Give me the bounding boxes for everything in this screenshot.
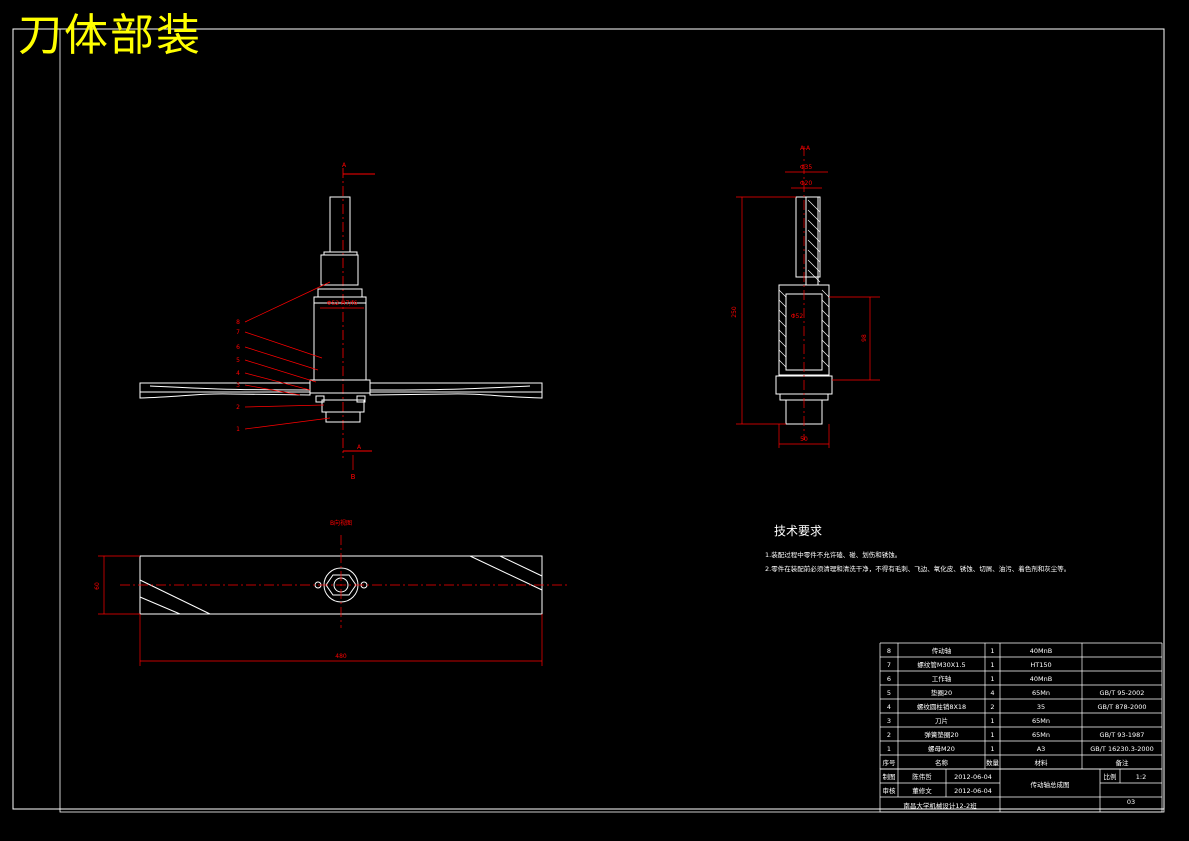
scale-value: 1:2 <box>1136 773 1146 781</box>
leader-line <box>244 372 311 391</box>
section-marker-top: A <box>342 162 347 169</box>
bom-cell-std: GB/T 878-2000 <box>1097 703 1146 711</box>
drawing-name: 传动轴总成图 <box>1031 780 1070 789</box>
bom-cell-name: 螺母M20 <box>928 744 955 753</box>
bom-cell-mat: A3 <box>1037 745 1046 753</box>
leader-line <box>244 384 301 396</box>
balloon-label: 1 <box>236 426 240 433</box>
bom-cell-mat: 35 <box>1037 703 1045 711</box>
bom-cell-no: 3 <box>887 717 891 725</box>
dim-bottom: 50 <box>800 436 808 443</box>
scale-label: 比例 <box>1104 772 1117 781</box>
dim-top-inner: Φ20 <box>800 180 813 187</box>
fit-label: Φ52 H7/f6 <box>327 300 358 307</box>
view-b-marker: B <box>351 473 356 481</box>
bom-cell-mat: 40MnB <box>1030 647 1052 655</box>
bom-header-qty: 数量 <box>986 758 1000 767</box>
checked-label: 审核 <box>883 786 897 795</box>
balloon-label: 6 <box>236 344 240 351</box>
checked-name: 董修文 <box>912 786 932 795</box>
blade-dims <box>98 535 570 666</box>
bom-cell-mat: HT150 <box>1030 661 1051 669</box>
tech-line-2: 2.零件在装配前必须清理和清洗干净，不得有毛刺、飞边、氧化皮、锈蚀、切屑、油污、… <box>765 565 1071 573</box>
dim-height: 250 <box>731 306 738 318</box>
bom-cell-name: 垫圈20 <box>931 688 952 697</box>
bom-cell-no: 2 <box>887 731 891 739</box>
drawn-name: 陈伟哲 <box>912 772 932 781</box>
bom-cell-name: 刀片 <box>935 716 948 725</box>
bom-cell-name: 工作轴 <box>932 674 952 683</box>
bom-cell-no: 8 <box>887 647 891 655</box>
bom-cell-name: 螺纹圆柱销8X18 <box>917 702 966 711</box>
section-marker-bottom: A <box>357 444 362 451</box>
bom-cell-mat: 65Mn <box>1032 731 1050 739</box>
bom-cell-no: 5 <box>887 689 891 697</box>
bom-cell-mat: 65Mn <box>1032 717 1050 725</box>
bom-header-name: 名称 <box>935 758 949 767</box>
bom-cell-std: GB/T 95-2002 <box>1100 689 1145 697</box>
balloon-label: 4 <box>236 370 240 377</box>
blade-dim-width: 480 <box>335 653 347 660</box>
tech-line-1: 1.装配过程中零件不允许磕、碰、划伤和锈蚀。 <box>765 551 902 559</box>
bom-cell-qty: 1 <box>990 731 994 739</box>
bom-cell-qty: 1 <box>990 745 994 753</box>
leader-line <box>244 331 323 359</box>
bom-cell-name: 传动轴 <box>932 646 952 655</box>
bom-cell-no: 7 <box>887 661 891 669</box>
section-hatch <box>778 199 830 368</box>
school-name: 南昌大学机械设计12-2班 <box>903 801 977 810</box>
bom-header-no: 序号 <box>883 758 897 767</box>
bom-cell-name: 螺纹管M30X1.5 <box>917 660 965 669</box>
bom-cell-qty: 1 <box>990 717 994 725</box>
leader-line <box>244 404 325 408</box>
bom-cell-qty: 2 <box>990 703 994 711</box>
bom-header-std: 备注 <box>1116 758 1130 767</box>
dim-mid: Φ52 <box>791 313 804 320</box>
balloon-label: 3 <box>236 382 240 389</box>
bom-cell-std: GB/T 93-1987 <box>1100 731 1145 739</box>
blade-dim-height: 60 <box>94 582 101 590</box>
bom-cell-no: 4 <box>887 703 891 711</box>
leader-line <box>244 359 317 383</box>
bom-cell-no: 6 <box>887 675 891 683</box>
sheet-number: 03 <box>1127 798 1135 806</box>
drawn-label: 制图 <box>883 772 896 781</box>
drawing-title: 刀体部装 <box>18 10 202 61</box>
dim-right: 98 <box>861 334 868 342</box>
bom-cell-no: 1 <box>887 745 891 753</box>
front-view <box>139 168 543 458</box>
balloon-label: 8 <box>236 319 240 326</box>
leader-line <box>244 346 319 371</box>
balloon-label: 2 <box>236 404 240 411</box>
section-label: A-A <box>800 145 811 152</box>
bom-header-mat: 材料 <box>1035 758 1049 767</box>
section-dims <box>736 146 880 448</box>
leader-line <box>244 281 331 323</box>
bom-cell-qty: 4 <box>990 689 994 697</box>
bom-cell-qty: 1 <box>990 675 994 683</box>
bom-cell-qty: 1 <box>990 661 994 669</box>
blade-view-label: B向视图 <box>330 519 352 527</box>
bom-cell-name: 弹簧垫圈20 <box>924 730 958 739</box>
balloon-label: 7 <box>236 329 240 336</box>
front-fit-dim: Φ52 H7/f6 <box>320 300 364 309</box>
bom-cell-qty: 1 <box>990 647 994 655</box>
part-balloons: 8 7 6 5 4 3 2 1 <box>236 281 331 433</box>
inner-border <box>59 28 1165 813</box>
checked-date: 2012-06-04 <box>954 787 992 795</box>
bom-cell-std: GB/T 16230.3-2000 <box>1090 745 1154 753</box>
drawn-date: 2012-06-04 <box>954 773 992 781</box>
balloon-label: 5 <box>236 357 240 364</box>
bom-cell-mat: 40MnB <box>1030 675 1052 683</box>
tech-requirements-title: 技术要求 <box>774 524 823 538</box>
leader-line <box>244 417 331 430</box>
dim-top-outer: Φ35 <box>800 164 813 171</box>
bom-cell-mat: 65Mn <box>1032 689 1050 697</box>
